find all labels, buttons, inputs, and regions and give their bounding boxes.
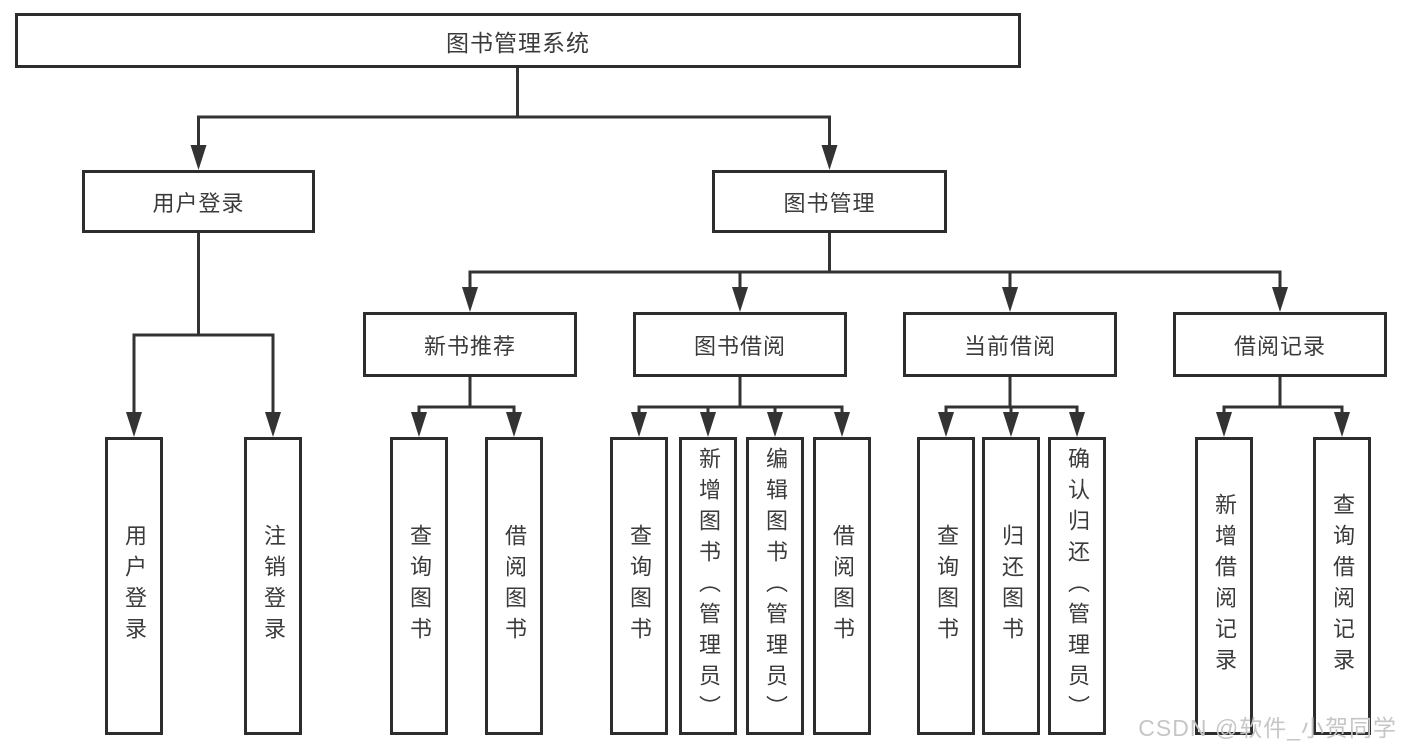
node-user-login: 用户登录	[82, 170, 315, 233]
node-borrowing-records: 借阅记录	[1173, 312, 1387, 377]
node-label: 图书借阅	[693, 333, 786, 359]
node-book-borrowing: 图书借阅	[633, 312, 847, 377]
leaf-label: 用户登录	[122, 524, 147, 648]
leaf-label: 注销登录	[261, 524, 286, 648]
leaf-search-borrow-record: 查询借阅记录	[1313, 437, 1371, 735]
leaf-borrow-books: 借阅图书	[813, 437, 871, 735]
node-label: 用户登录	[152, 190, 245, 216]
watermark: CSDN @软件_小贺同学	[1138, 715, 1397, 741]
leaf-search-books-recommend: 查询图书	[390, 437, 448, 735]
leaf-label: 借阅图书	[830, 524, 855, 648]
leaf-logout: 注销登录	[244, 437, 302, 735]
node-label: 图书管理系统	[446, 29, 590, 56]
node-label: 新书推荐	[423, 333, 516, 359]
node-label: 图书管理	[783, 190, 876, 216]
leaf-label: 确认归还（管理员）	[1065, 446, 1090, 726]
leaf-label: 归还图书	[999, 524, 1024, 648]
node-label: 当前借阅	[963, 333, 1056, 359]
leaf-label: 新增借阅记录	[1212, 493, 1237, 679]
leaf-label: 查询图书	[407, 524, 432, 648]
leaf-edit-book-admin: 编辑图书（管理员）	[746, 437, 804, 735]
leaf-user-login: 用户登录	[105, 437, 163, 735]
leaf-add-book-admin: 新增图书（管理员）	[679, 437, 737, 735]
leaf-label: 查询图书	[934, 524, 959, 648]
node-label: 借阅记录	[1233, 333, 1326, 359]
leaf-confirm-return-admin: 确认归还（管理员）	[1048, 437, 1106, 735]
node-new-book-recommendation: 新书推荐	[363, 312, 577, 377]
node-book-management: 图书管理	[712, 170, 947, 233]
arrowheads	[126, 145, 1350, 437]
node-current-borrowing: 当前借阅	[903, 312, 1117, 377]
leaf-add-borrow-record: 新增借阅记录	[1195, 437, 1253, 735]
leaf-search-books-current: 查询图书	[917, 437, 975, 735]
leaf-label: 编辑图书（管理员）	[763, 446, 788, 726]
leaf-label: 新增图书（管理员）	[696, 446, 721, 726]
leaf-label: 查询图书	[627, 524, 652, 648]
node-library-management-system: 图书管理系统	[15, 13, 1021, 68]
leaf-label: 查询借阅记录	[1330, 493, 1355, 679]
leaf-search-books-borrowing: 查询图书	[610, 437, 668, 735]
leaf-borrow-books-recommend: 借阅图书	[485, 437, 543, 735]
leaf-label: 借阅图书	[502, 524, 527, 648]
leaf-return-books: 归还图书	[982, 437, 1040, 735]
